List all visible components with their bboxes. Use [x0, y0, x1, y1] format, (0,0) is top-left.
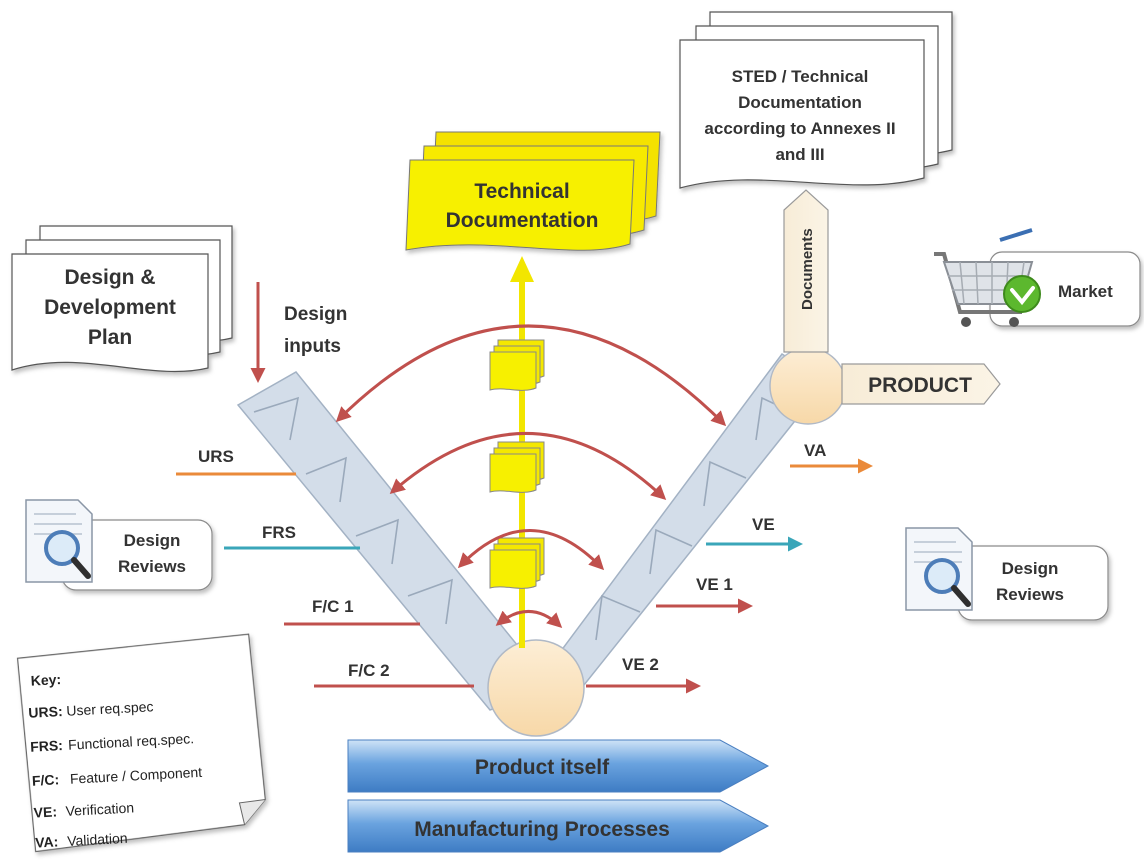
design-development-plan-doc — [11, 225, 233, 373]
small-doc-stack-2 — [489, 441, 545, 493]
technical-documentation-doc — [405, 131, 661, 251]
tech-doc-line2: Documentation — [446, 209, 599, 232]
product-arrow-label: PRODUCT — [868, 374, 972, 397]
right-magnifier-icon — [924, 558, 971, 607]
key-text-urs: User req.spec — [66, 698, 154, 719]
plan-doc-line1: Design & — [64, 266, 155, 289]
sted-line3: according to Annexes II — [704, 119, 895, 138]
correspondence-arrows — [335, 324, 727, 629]
plan-doc-line3: Plan — [88, 326, 132, 349]
left-review-line2: Reviews — [118, 557, 186, 576]
sted-line2: Documentation — [738, 93, 862, 112]
left-magnifier-icon — [44, 530, 91, 579]
frs-label: FRS — [262, 523, 296, 542]
right-review-line1: Design — [1002, 559, 1059, 578]
ve1-label: VE 1 — [696, 575, 733, 594]
tech-doc-line1: Technical — [474, 180, 569, 203]
ve-label: VE — [752, 515, 775, 534]
product-itself-band — [347, 739, 770, 793]
product-itself-label: Product itself — [475, 756, 610, 779]
sted-line1: STED / Technical — [732, 67, 869, 86]
product-arrow — [841, 363, 1001, 405]
key-abbr-ve: VE: — [33, 803, 57, 820]
left-review-line1: Design — [124, 531, 181, 550]
correspondence-arrow-2 — [389, 432, 667, 501]
urs-label: URS — [198, 447, 234, 466]
sted-line4: and III — [775, 145, 824, 164]
key-text-ve: Verification — [65, 799, 134, 819]
plan-doc-line2: Development — [44, 296, 176, 319]
manufacturing-processes-band — [347, 799, 770, 853]
manufacturing-processes-label: Manufacturing Processes — [414, 818, 670, 841]
key-text-fc: Feature / Component — [70, 764, 203, 787]
small-doc-stack-3 — [489, 537, 545, 589]
key-note: Key: URS: User req.spec FRS: Functional … — [16, 633, 266, 853]
sted-technical-documentation-doc — [679, 11, 953, 189]
key-title: Key: — [30, 671, 61, 689]
documents-arrow-label: Documents — [799, 228, 816, 310]
key-abbr-va: VA: — [35, 833, 59, 850]
design-inputs-line2: inputs — [284, 336, 341, 357]
right-design-reviews-box — [957, 545, 1109, 621]
v-top-right-circle — [769, 347, 847, 425]
small-doc-stack-1 — [489, 339, 545, 391]
va-label: VA — [804, 441, 826, 460]
green-check-icon — [1003, 275, 1041, 313]
correspondence-arrow-1 — [335, 324, 727, 427]
left-arm-chevrons — [253, 396, 453, 625]
fc2-label: F/C 2 — [348, 661, 390, 680]
fc1-label: F/C 1 — [312, 597, 354, 616]
market-label: Market — [1058, 282, 1113, 301]
key-abbr-fc: F/C: — [32, 771, 60, 788]
v-bottom-circle — [487, 639, 585, 737]
correspondence-arrow-3 — [457, 529, 605, 571]
key-text-frs: Functional req.spec. — [68, 730, 195, 753]
correspondence-arrow-4 — [495, 610, 563, 629]
key-abbr-urs: URS: — [28, 703, 63, 721]
design-inputs-line1: Design — [284, 304, 347, 325]
key-abbr-frs: FRS: — [30, 737, 63, 755]
key-text-va: Validation — [67, 830, 128, 849]
ve2-label: VE 2 — [622, 655, 659, 674]
right-review-line2: Reviews — [996, 585, 1064, 604]
central-yellow-arrowhead — [510, 256, 534, 282]
documents-arrow — [783, 189, 829, 353]
